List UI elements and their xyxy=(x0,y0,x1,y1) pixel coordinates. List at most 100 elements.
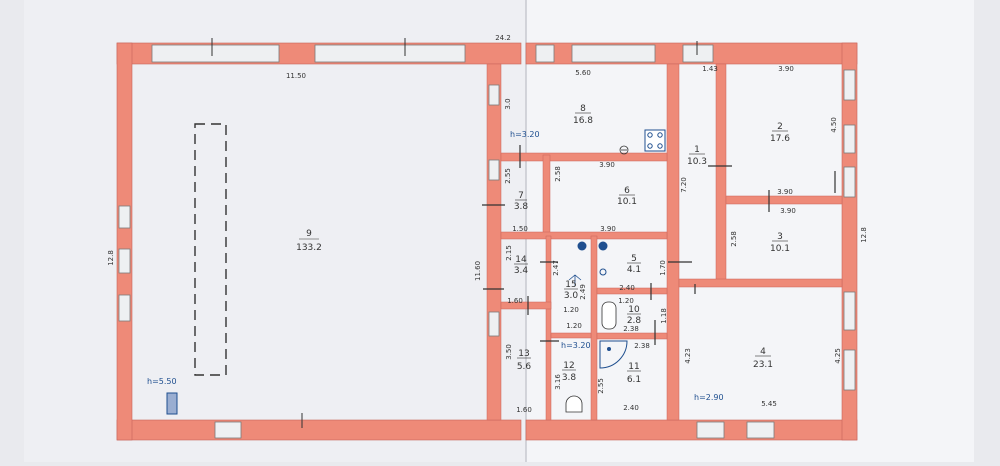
sink-body xyxy=(601,301,617,330)
room-15-number: 15 xyxy=(565,280,576,290)
dim-r4-width: 5.45 xyxy=(761,400,777,408)
dim-r11-top: 2.38 xyxy=(634,342,650,350)
room-labels: 9 133.2 8 16.8 7 3.8 6 10.1 1 10.3 2 17.… xyxy=(296,104,790,385)
dim-r13-height: 3.50 xyxy=(505,344,513,360)
window-right-2 xyxy=(843,124,856,154)
dim-r10-height2: 1.18 xyxy=(660,308,668,324)
heater-1 xyxy=(577,241,587,251)
ceiling-heights: h=5.50 h=3.20 h=3.20 h=2.90 xyxy=(147,130,724,402)
window-left-1 xyxy=(118,205,131,229)
dim-r15-width: 1.20 xyxy=(563,306,579,314)
wall-r3-bottom xyxy=(678,278,843,288)
dim-r4-right: 4.25 xyxy=(834,348,842,364)
wall-r2-bottom xyxy=(725,195,843,205)
room-1-area: 10.3 xyxy=(687,157,707,167)
wall-r1-right xyxy=(715,63,727,281)
room-10-number: 10 xyxy=(628,305,640,315)
room-6-number: 6 xyxy=(624,186,630,196)
dim-r15-height2: 2.49 xyxy=(579,284,587,300)
wall-r5-bottom xyxy=(596,287,668,295)
room-8-label: 8 16.8 xyxy=(573,104,593,126)
dim-r10-height1: 1.20 xyxy=(618,297,634,305)
room-11-area: 6.1 xyxy=(627,375,641,385)
room-4-number: 4 xyxy=(760,347,766,357)
dim-r3-width: 3.90 xyxy=(780,207,796,215)
room-2-area: 17.6 xyxy=(770,134,790,144)
hall-dashed-outline xyxy=(194,123,227,376)
wall-bottom-left xyxy=(116,419,522,441)
dim-r5-width: 2.40 xyxy=(619,284,635,292)
dim-total-width: 24.2 xyxy=(495,34,511,42)
stove-burner-2 xyxy=(657,132,663,138)
room-15-label: 15 3.0 xyxy=(564,280,579,301)
window-left-2 xyxy=(118,248,131,274)
bathtub-icon xyxy=(166,392,178,415)
window-right-4 xyxy=(843,291,856,331)
room-6-area: 10.1 xyxy=(617,197,637,207)
window-bottom-1 xyxy=(214,421,242,439)
dim-r4-left: 4.23 xyxy=(684,348,692,364)
room-13-number: 13 xyxy=(518,349,529,359)
room-7-area: 3.8 xyxy=(514,202,529,212)
boiler-circle xyxy=(619,145,629,155)
stove-icon xyxy=(644,129,666,152)
dim-r7-h1: 2.55 xyxy=(504,168,512,184)
room-2-label: 2 17.6 xyxy=(770,122,790,144)
dim-r15-height1: 2.47 xyxy=(552,260,560,276)
shower-drain xyxy=(607,347,611,351)
dim-r13-width: 1.60 xyxy=(516,406,532,414)
dim-r8-depth: 3.0 xyxy=(504,98,512,109)
room-12-area: 3.8 xyxy=(562,373,577,383)
wall-bottom-right xyxy=(525,419,858,441)
room-1-label: 1 10.3 xyxy=(687,145,707,167)
room-5-area: 4.1 xyxy=(627,265,641,275)
room-7-label: 7 3.8 xyxy=(514,191,529,212)
height-r8: h=3.20 xyxy=(510,130,540,139)
wall-left xyxy=(116,42,133,441)
sink-icon xyxy=(601,301,617,330)
dim-r11-height: 2.55 xyxy=(597,378,605,394)
dimension-labels-vertical: 12.8 12.8 11.60 4.50 3.0 7.20 2.55 2.58 … xyxy=(107,98,868,393)
window-bottom-3 xyxy=(746,421,775,439)
room-4-area: 23.1 xyxy=(753,360,773,370)
dim-r10-width: 2.38 xyxy=(623,325,639,333)
wall-r14-right xyxy=(545,235,552,421)
shower-icon xyxy=(599,340,628,369)
stove-burner-3 xyxy=(647,143,653,149)
wall-r1-left xyxy=(666,63,680,421)
windows xyxy=(118,44,856,439)
page-left xyxy=(24,0,526,462)
room-11-label: 11 6.1 xyxy=(627,362,641,385)
room-9-number: 9 xyxy=(306,229,312,239)
window-hall-1 xyxy=(488,84,500,106)
dim-r2-height: 4.50 xyxy=(830,117,838,133)
dim-r6-height: 2.58 xyxy=(554,166,562,182)
room-5-label: 5 4.1 xyxy=(627,254,641,275)
room-2-number: 2 xyxy=(777,122,783,132)
dim-r7-width: 1.50 xyxy=(512,225,528,233)
room-14-area: 3.4 xyxy=(514,266,529,276)
room-8-area: 16.8 xyxy=(573,116,593,126)
wall-hall-partition xyxy=(486,63,502,421)
dim-r11-width: 2.40 xyxy=(623,404,639,412)
wall-r14-bottom xyxy=(500,301,552,310)
room-9-label: 9 133.2 xyxy=(296,229,322,253)
wall-r7-right xyxy=(542,154,551,236)
window-bottom-2 xyxy=(696,421,725,439)
room-11-number: 11 xyxy=(628,362,639,372)
dim-right-height: 12.8 xyxy=(860,227,868,243)
window-top-4 xyxy=(571,44,656,63)
room-12-label: 12 3.8 xyxy=(562,361,577,383)
room-13-area: 5.6 xyxy=(517,362,532,372)
dim-corridor-width: 1.20 xyxy=(566,322,582,330)
window-top-2 xyxy=(314,44,466,63)
window-left-3 xyxy=(118,294,131,322)
dim-r5-height: 1.70 xyxy=(659,260,667,276)
height-hall: h=5.50 xyxy=(147,377,177,386)
window-right-5 xyxy=(843,349,856,391)
room-3-area: 10.1 xyxy=(770,244,790,254)
doors xyxy=(482,145,836,345)
room-7-number: 7 xyxy=(518,191,524,201)
room-3-number: 3 xyxy=(777,232,783,242)
